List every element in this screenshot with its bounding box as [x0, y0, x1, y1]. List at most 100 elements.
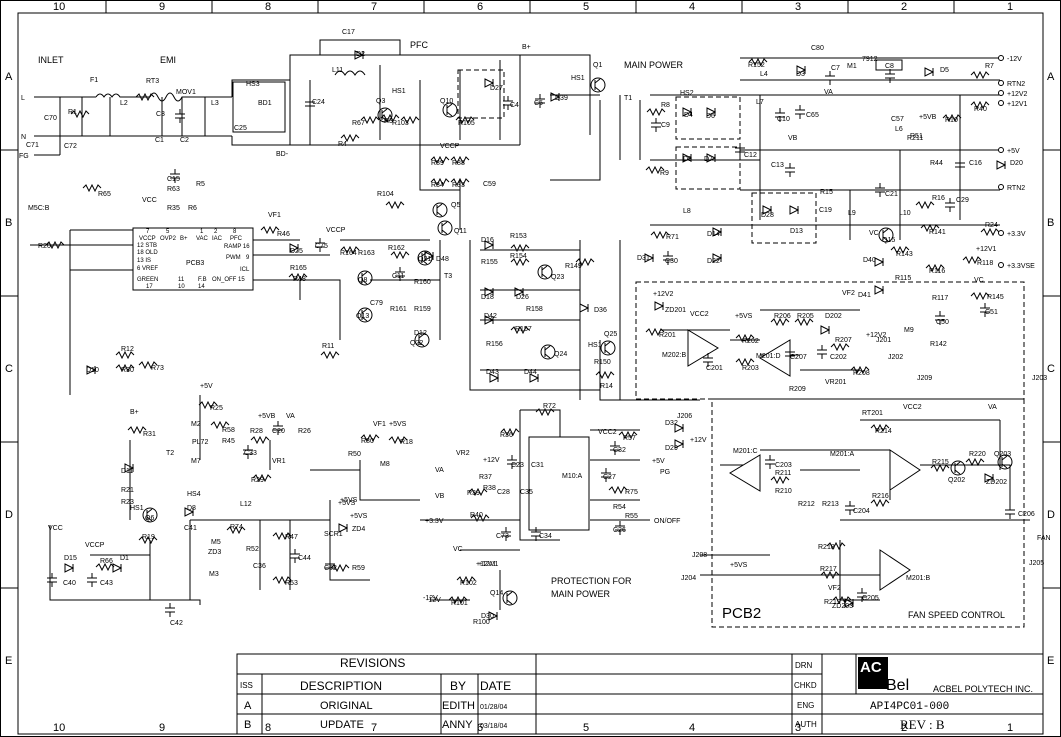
component-label: R11: [322, 343, 334, 350]
transistor-symbol: [537, 264, 553, 280]
component-label: VF2: [828, 585, 841, 592]
component-label: R216: [872, 493, 889, 500]
component-label: RT3: [146, 78, 159, 85]
zone-col-label: 1: [1007, 1, 1013, 13]
component-label: RT201: [862, 410, 883, 417]
component-label: R52: [246, 546, 259, 553]
resistor-symbol: [510, 325, 530, 335]
component-label: HS1: [588, 342, 602, 349]
component-label: R15: [820, 189, 833, 196]
resistor-symbol: [970, 100, 990, 110]
pcb3-pin-label: 13 IS: [137, 258, 151, 264]
component-label: N: [21, 134, 26, 141]
component-label: M3: [209, 571, 219, 578]
output-terminal: [998, 90, 1004, 96]
component-label: R160: [414, 279, 431, 286]
diode-symbol: [354, 50, 365, 60]
component-label: R163: [358, 250, 375, 257]
component-label: R158: [526, 306, 543, 313]
component-label: C32: [613, 447, 626, 454]
component-label: VC: [869, 230, 879, 237]
resistor-symbol: [272, 531, 292, 541]
transistor-symbol: [357, 307, 373, 323]
transistor-leads: [418, 333, 425, 347]
component-label: C205: [862, 595, 879, 602]
resistor-symbol: [456, 575, 476, 585]
resistor-symbol: [127, 425, 147, 435]
component-label: R44: [930, 160, 943, 167]
component-label: L2: [120, 100, 128, 107]
component-label: R21: [121, 487, 134, 494]
component-label: BD-: [276, 151, 289, 158]
output-terminal: [998, 80, 1004, 86]
component-label: C201: [706, 365, 723, 372]
zone-row-label: D: [5, 509, 13, 521]
transistor-symbol: [377, 107, 393, 123]
component-label: +12V: [690, 437, 707, 444]
component-label: D15: [64, 555, 77, 562]
component-label: D18: [481, 294, 494, 301]
component-label: L: [21, 95, 25, 102]
resistor-symbol: [645, 327, 665, 337]
component-label: D14: [707, 231, 720, 238]
diode-symbol: [674, 439, 685, 449]
diode-symbol: [874, 257, 885, 267]
component-label: C65: [806, 112, 819, 119]
rev-a-iss: A: [244, 700, 252, 712]
transistor-symbol: [432, 202, 448, 218]
diode-symbol: [338, 523, 349, 533]
component-label: R157: [515, 326, 532, 333]
pcb3-pin-label: 6 VREF: [137, 266, 158, 272]
component-label: R153: [510, 233, 527, 240]
transistor-symbol: [878, 227, 894, 243]
component-label: R6: [188, 205, 197, 212]
component-label: C23: [511, 462, 524, 469]
component-label: ZD3: [208, 549, 221, 556]
component-label: R26: [298, 428, 311, 435]
capacitor-symbol: [703, 353, 713, 367]
component-label: VA: [435, 467, 444, 474]
component-label: T1: [624, 95, 632, 102]
component-label: ON/OFF: [654, 518, 680, 525]
capacitor-symbol: [845, 501, 855, 515]
component-label: Q8: [358, 277, 367, 284]
resistor-symbol: [250, 435, 270, 445]
section-fan-speed: FAN SPEED CONTROL: [908, 610, 1005, 620]
component-label: +5VS: [350, 513, 368, 520]
pcb3-pin-label: 10: [178, 284, 185, 290]
pcb3-pin-label: IAC: [212, 236, 223, 242]
output-rail-label: +3.3V: [1007, 231, 1026, 238]
capacitor-symbol: [663, 251, 673, 265]
diode-symbol: [789, 205, 800, 215]
transistor-leads: [361, 271, 368, 285]
component-label: R105: [458, 120, 475, 127]
component-label: VA: [286, 413, 295, 420]
zone-col-label: 5: [583, 1, 589, 13]
wiring: [30, 39, 1030, 610]
resistor-symbol: [608, 485, 628, 495]
zone-col-label: 2: [901, 1, 907, 13]
component-label: M10:A: [562, 473, 583, 480]
component-label: L8: [683, 208, 691, 215]
component-label: C35: [520, 489, 533, 496]
resistor-symbol: [430, 155, 450, 165]
resistor-symbol: [468, 487, 488, 497]
component-label: D3: [796, 71, 805, 78]
rev-a-date: 01/28/04: [480, 704, 507, 711]
field-eng: ENG: [797, 701, 814, 710]
component-label: +5V: [652, 458, 665, 465]
component-label: VA: [824, 89, 833, 96]
resistor-symbol: [770, 475, 790, 485]
component-label: M5: [211, 539, 221, 546]
pcb3-pin-label: 7: [146, 229, 150, 235]
title-block: [236, 653, 1044, 735]
component-label: R206: [774, 313, 791, 320]
component-label: R154: [510, 253, 527, 260]
component-label: C202: [830, 354, 847, 361]
diode-symbol: [424, 251, 435, 261]
component-label: C19: [819, 207, 832, 214]
component-label: HS1: [392, 88, 406, 95]
zone-col-label: 6: [477, 1, 483, 13]
section-inlet: INLET: [38, 55, 64, 65]
